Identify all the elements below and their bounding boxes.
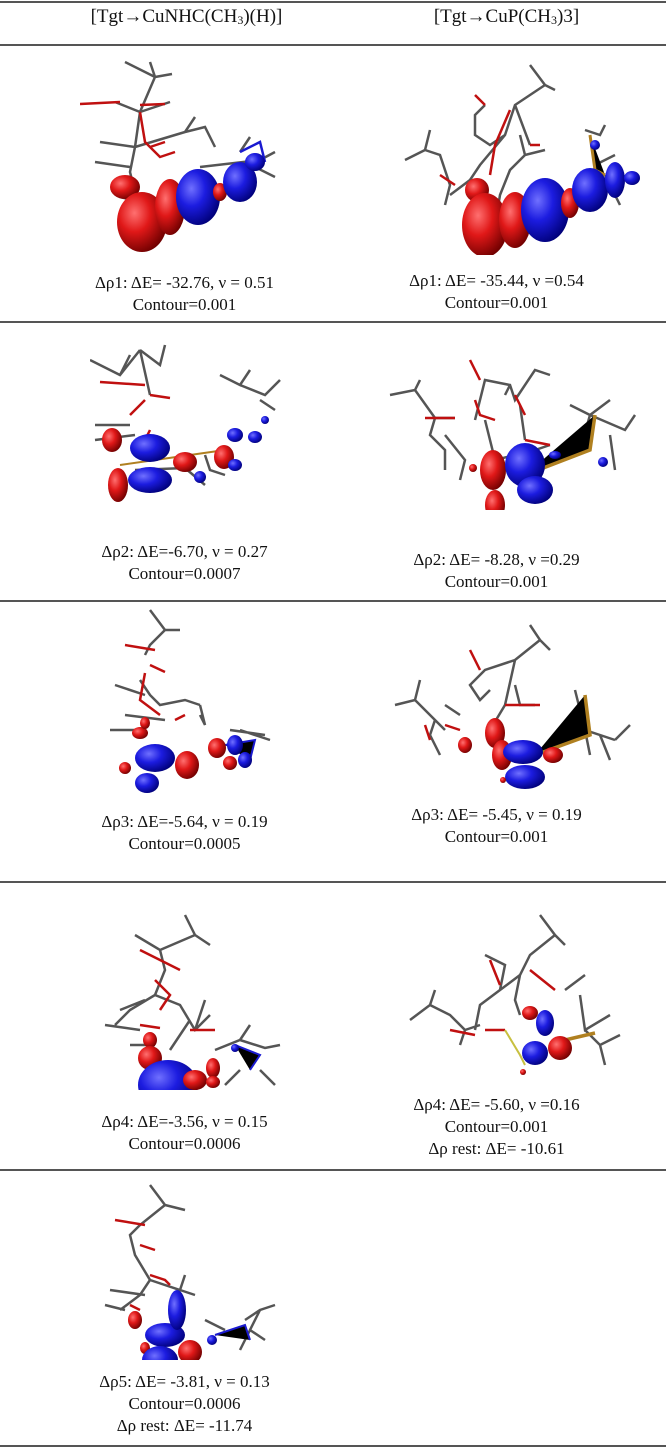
caption-r4-right: Δρ4: ΔE= -5.60, ν =0.16 Contour=0.001 Δρ…	[330, 1094, 663, 1160]
orbital-plot-r5-left	[104, 1184, 276, 1360]
caption-energy: Δρ2: ΔE=-6.70, ν = 0.27	[101, 542, 268, 561]
caption-contour: Contour=0.001	[444, 1117, 549, 1136]
table-top-rule	[0, 1, 666, 3]
header-tail: )3]	[557, 6, 580, 27]
caption-energy: Δρ1: ΔE= -32.76, ν = 0.51	[94, 273, 275, 292]
header-text: [Tgt→CuP(CH	[433, 6, 552, 27]
caption-contour: Contour=0.001	[444, 293, 549, 312]
header-subscript: 3	[551, 13, 558, 27]
row-3-rule	[0, 881, 666, 883]
caption-contour: Contour=0.0007	[128, 564, 241, 583]
caption-contour: Contour=0.0006	[128, 1134, 241, 1153]
caption-r1-left: Δρ1: ΔE= -32.76, ν = 0.51 Contour=0.001	[18, 272, 351, 316]
caption-contour: Contour=0.001	[444, 827, 549, 846]
header-rule	[0, 44, 666, 46]
caption-energy: Δρ3: ΔE=-5.64, ν = 0.19	[101, 812, 268, 831]
caption-r5-left: Δρ5: ΔE= -3.81, ν = 0.13 Contour=0.0006 …	[18, 1371, 351, 1437]
caption-energy: Δρ4: ΔE=-3.56, ν = 0.15	[101, 1112, 268, 1131]
caption-energy: Δρ2: ΔE= -8.28, ν =0.29	[413, 550, 580, 569]
orbital-plot-r4-left	[104, 914, 281, 1090]
column-header-cunhc: [Tgt→CuNHC(CH3)(H)]	[20, 6, 353, 28]
column-header-cup: [Tgt→CuP(CH3)3]	[340, 6, 666, 28]
caption-contour: Contour=0.001	[132, 295, 237, 314]
header-subscript: 3	[237, 13, 244, 27]
orbital-plot-r3-right	[394, 624, 631, 789]
caption-energy: Δρ5: ΔE= -3.81, ν = 0.13	[99, 1372, 270, 1391]
caption-contour: Contour=0.001	[444, 572, 549, 591]
caption-energy: Δρ4: ΔE= -5.60, ν =0.16	[413, 1095, 580, 1114]
row-2-rule	[0, 600, 666, 602]
orbital-plot-r2-left	[90, 344, 281, 502]
caption-r3-right: Δρ3: ΔE= -5.45, ν = 0.19 Contour=0.001	[330, 804, 663, 848]
caption-rest: Δρ rest: ΔE= -10.61	[428, 1139, 565, 1158]
orbital-plot-r1-right	[404, 64, 640, 255]
caption-r2-right: Δρ2: ΔE= -8.28, ν =0.29 Contour=0.001	[330, 549, 663, 593]
header-text: [Tgt→CuNHC(CH	[90, 6, 238, 27]
caption-energy: Δρ3: ΔE= -5.45, ν = 0.19	[411, 805, 582, 824]
caption-contour: Contour=0.0006	[128, 1394, 241, 1413]
row-1-rule	[0, 321, 666, 323]
orbital-plot-r2-right	[389, 359, 637, 510]
orbital-plot-r3-left	[110, 609, 271, 793]
caption-rest: Δρ rest: ΔE= -11.74	[116, 1416, 253, 1435]
header-tail: )(H)]	[243, 6, 283, 27]
orbital-plot-r1-left	[80, 60, 276, 252]
orbital-plot-r4-right	[409, 914, 621, 1075]
caption-r2-left: Δρ2: ΔE=-6.70, ν = 0.27 Contour=0.0007	[18, 541, 351, 585]
caption-energy: Δρ1: ΔE= -35.44, ν =0.54	[409, 271, 584, 290]
row-4-rule	[0, 1169, 666, 1171]
table-bottom-rule	[0, 1445, 666, 1447]
caption-r3-left: Δρ3: ΔE=-5.64, ν = 0.19 Contour=0.0005	[18, 811, 351, 855]
caption-contour: Contour=0.0005	[128, 834, 241, 853]
caption-r4-left: Δρ4: ΔE=-3.56, ν = 0.15 Contour=0.0006	[18, 1111, 351, 1155]
caption-r1-right: Δρ1: ΔE= -35.44, ν =0.54 Contour=0.001	[330, 270, 663, 314]
